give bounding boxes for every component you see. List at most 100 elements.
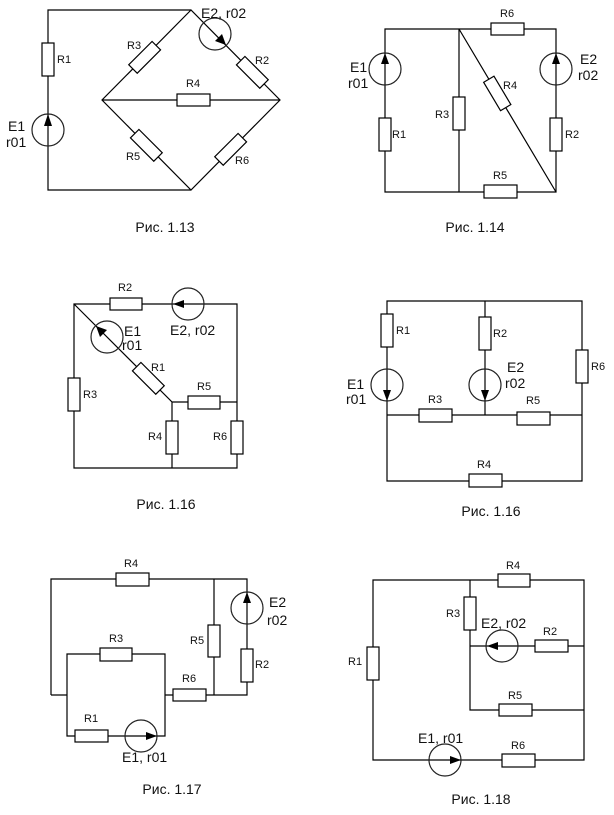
- label-r6: R6: [213, 431, 227, 443]
- figure-1-14: E1 r01 R1 R3 R4 E2 r02 R2 R5 R6 Рис. 1.1…: [348, 8, 598, 235]
- resistor-r2: [109, 297, 143, 311]
- arrow-up-left-icon: [96, 326, 107, 337]
- resistor-r2: [478, 316, 492, 351]
- label-r6: R6: [182, 673, 196, 685]
- resistor-r3: [67, 377, 81, 412]
- caption: Рис. 1.14: [445, 219, 504, 235]
- resistor-r1: [378, 117, 392, 152]
- resistor-r2: [240, 648, 254, 683]
- wires: [384, 28, 557, 193]
- label-r4: R4: [148, 431, 162, 443]
- label-e1: E1, r01: [418, 730, 463, 746]
- resistor-r4: [165, 420, 179, 455]
- label-r5: R5: [190, 635, 204, 647]
- label-r5: R5: [526, 395, 540, 407]
- arrow-down-icon: [481, 390, 489, 401]
- caption: Рис. 1.13: [135, 219, 194, 235]
- label-r5: R5: [126, 151, 140, 163]
- label-r1: R1: [392, 129, 406, 141]
- resistor-r5: [187, 395, 221, 410]
- resistor-r3: [127, 40, 162, 75]
- label-r4: R4: [124, 558, 138, 570]
- resistor-r3: [463, 596, 477, 631]
- caption: Рис. 1.17: [142, 781, 201, 797]
- caption: Рис. 1.18: [451, 791, 510, 807]
- label-r5: R5: [493, 170, 507, 182]
- label-r2: R2: [255, 659, 269, 671]
- arrow-up-icon: [44, 114, 52, 126]
- arrow-right-icon: [146, 732, 157, 740]
- emf-source-e1: [90, 320, 124, 354]
- label-r5: R5: [197, 381, 211, 393]
- label-e1: E1: [8, 118, 25, 134]
- resistor-r2: [549, 117, 563, 152]
- label-r01: r01: [6, 134, 26, 150]
- resistor-r3: [452, 96, 466, 131]
- resistor-r1: [41, 42, 55, 77]
- label-e1: E1: [124, 323, 141, 339]
- resistor-r1: [380, 313, 394, 348]
- arrow-up-icon: [381, 53, 389, 64]
- resistor-r5: [498, 703, 533, 717]
- resistor-r1: [131, 361, 166, 396]
- resistor-r4: [482, 75, 512, 112]
- resistor-r3: [418, 408, 453, 423]
- arrow-up-icon: [552, 53, 560, 64]
- emf-source-e2: [171, 287, 205, 321]
- label-r01: r01: [122, 337, 142, 353]
- label-r2: R2: [493, 328, 507, 340]
- label-r01: r01: [346, 391, 366, 407]
- resistor-r5: [129, 128, 164, 163]
- label-r1: R1: [348, 656, 362, 668]
- label-r4: R4: [477, 459, 491, 471]
- figure-1-16-b: R1 R2 R6 E1 r01 E2 r02 R3 R5 R4 Рис. 1.1…: [346, 300, 605, 519]
- label-r5: R5: [508, 690, 522, 702]
- arrow-up-icon: [243, 592, 251, 603]
- emf-source-e2: [485, 629, 519, 663]
- label-r2: R2: [255, 55, 269, 67]
- label-e2: E2, r02: [170, 322, 215, 338]
- label-r6: R6: [235, 155, 249, 167]
- resistor-r4: [115, 572, 150, 587]
- label-r6: R6: [500, 8, 514, 20]
- label-r1: R1: [84, 713, 98, 725]
- label-r4: R4: [186, 78, 200, 90]
- label-r02: r02: [578, 67, 598, 83]
- label-r02: r02: [505, 375, 525, 391]
- resistor-r6: [172, 688, 207, 702]
- label-r02: r02: [267, 612, 287, 628]
- resistor-r2: [534, 639, 569, 653]
- label-r1: R1: [57, 54, 71, 66]
- figure-1-17: R4 R3 R5 R6 E2 r02 R2 R1 E1, r01 Рис. 1.…: [50, 558, 287, 797]
- label-e2: E2: [580, 51, 597, 67]
- caption: Рис. 1.16: [136, 496, 195, 512]
- arrow-down-icon: [383, 390, 391, 401]
- label-e2: E2, r02: [201, 5, 246, 21]
- label-e2: E2, r02: [481, 615, 526, 631]
- wires: [372, 579, 585, 761]
- resistor-r2: [235, 55, 270, 90]
- label-r01: r01: [348, 75, 368, 91]
- label-r3: R3: [127, 40, 141, 52]
- resistor-r3: [99, 647, 133, 662]
- label-r3: R3: [83, 389, 97, 401]
- label-e2: E2: [507, 359, 524, 375]
- arrow-left-icon: [487, 642, 498, 650]
- resistor-r4: [497, 573, 531, 588]
- resistor-r5: [207, 624, 221, 658]
- resistor-r5: [483, 184, 518, 199]
- figure-1-13: R1 E1 r01 R3 E2, r02 R2 R4 R5 R6 Рис. 1.…: [6, 5, 281, 235]
- arrow-down-right-icon: [215, 34, 226, 45]
- label-r2: R2: [118, 282, 132, 294]
- figure-1-16-a: R2 E1 r01 E2, r02 R1 R5 R3 R4 R6 Рис. 1.…: [67, 282, 244, 512]
- arrow-left-icon: [173, 300, 184, 308]
- resistor-r6: [501, 753, 536, 768]
- resistor-r5: [516, 411, 551, 426]
- label-r2: R2: [543, 626, 557, 638]
- label-e1: E1: [350, 59, 367, 75]
- label-r2: R2: [565, 129, 579, 141]
- resistor-r4: [468, 473, 503, 488]
- label-r3: R3: [109, 633, 123, 645]
- resistor-r6: [490, 22, 525, 36]
